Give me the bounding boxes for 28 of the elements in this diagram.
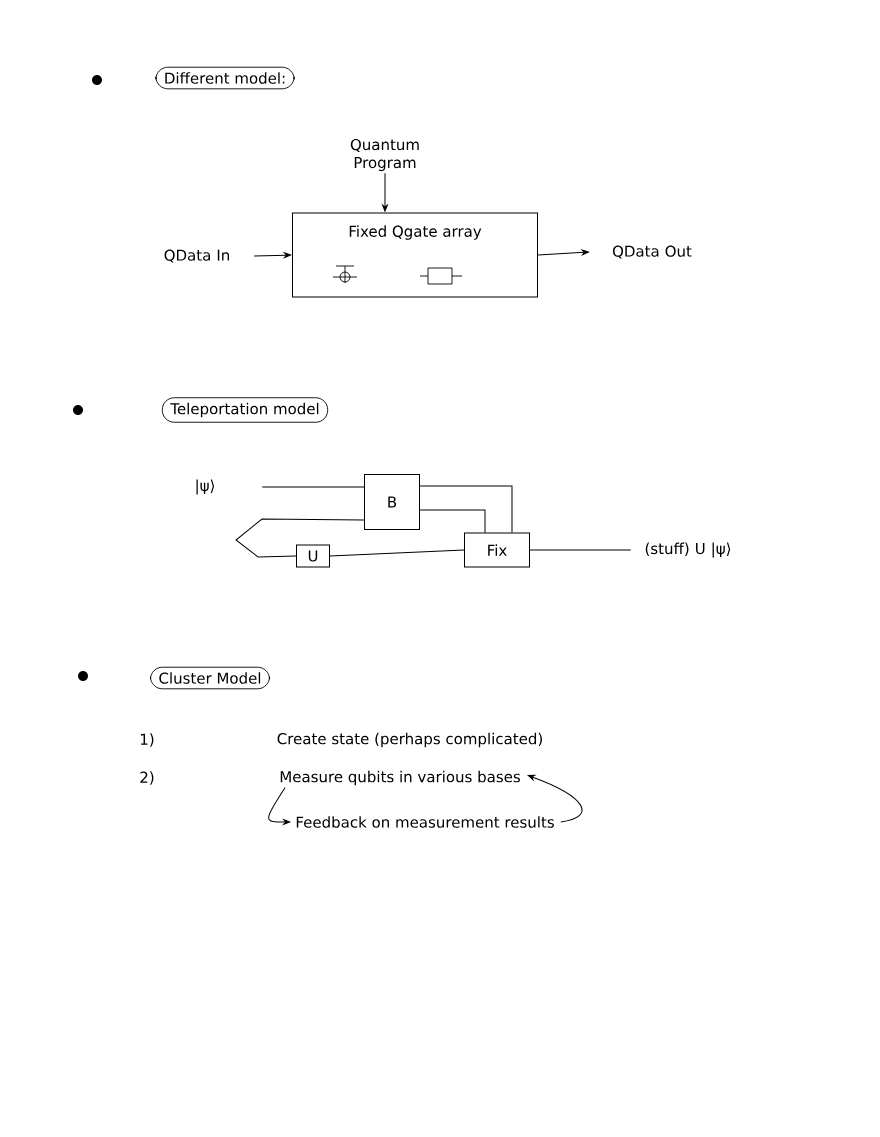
wire xyxy=(419,485,513,533)
heading-bubble: Different model: xyxy=(155,66,295,90)
wire xyxy=(419,509,486,533)
wire xyxy=(235,518,365,558)
arrow xyxy=(382,172,388,212)
gate-box: U xyxy=(296,544,330,568)
step-number: 1) xyxy=(140,733,154,747)
heading-bubble: Cluster Model xyxy=(150,666,270,690)
arrow xyxy=(268,786,291,825)
input-label: QData In xyxy=(164,249,229,263)
step-number: 2) xyxy=(140,771,154,785)
step-text: Feedback on measurement results xyxy=(296,816,554,828)
step-text: Measure qubits in various bases xyxy=(280,770,520,786)
process-box: Fixed Qgate array xyxy=(292,212,538,298)
state-label: |ψ⟩ xyxy=(196,479,215,495)
gate-box: Fix xyxy=(464,532,530,568)
output-label: (stuff) U |ψ⟩ xyxy=(645,542,731,558)
arrow xyxy=(527,774,583,823)
wire xyxy=(529,549,632,551)
arrow xyxy=(253,252,292,259)
heading-bubble: Teleportation model xyxy=(161,397,329,423)
wire xyxy=(329,549,465,557)
arrow xyxy=(537,249,589,256)
step-text: Create state (perhaps complicated) xyxy=(277,732,542,748)
input-label: Quantum Program xyxy=(350,138,419,172)
wire xyxy=(261,486,365,488)
output-label: QData Out xyxy=(612,245,692,259)
gate-box: B xyxy=(364,474,420,530)
